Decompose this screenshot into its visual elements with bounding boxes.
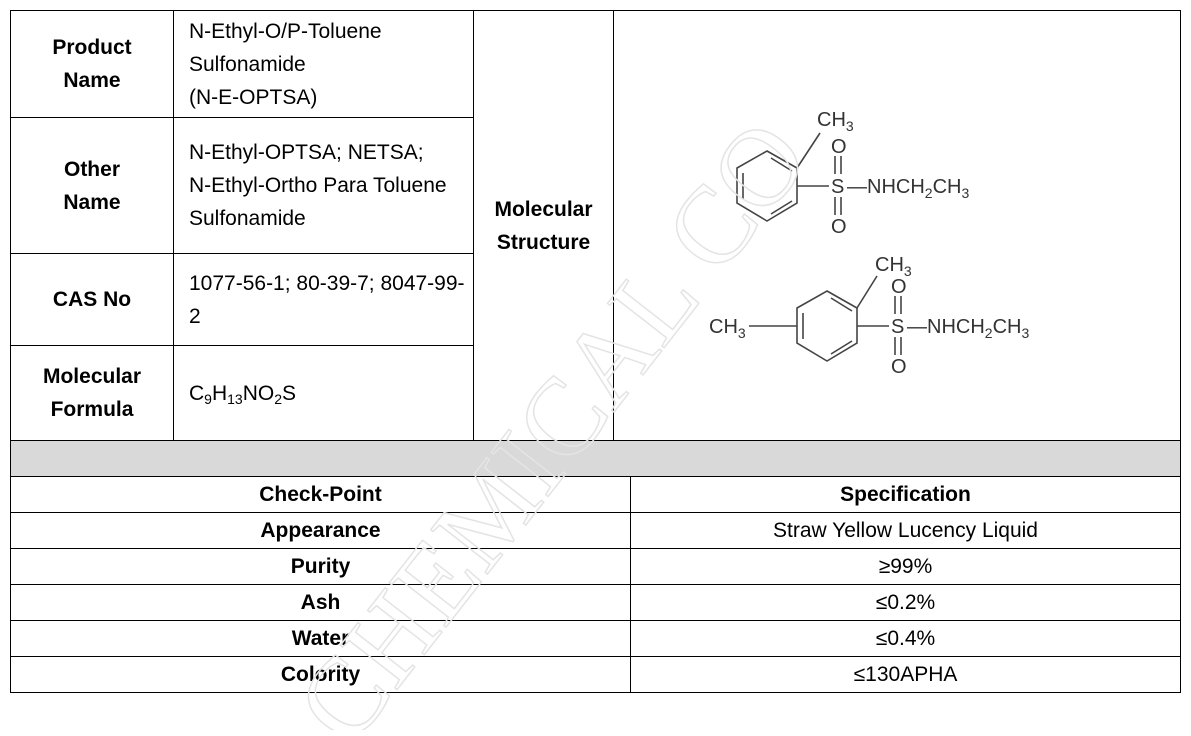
- product-name-row: Product Name N-Ethyl-O/P-Toluene Sulfona…: [10, 10, 1181, 441]
- para-oxygen-bottom-label: O: [891, 356, 907, 378]
- product-name-label: Product Name: [10, 10, 174, 118]
- label-line: Name: [63, 190, 121, 214]
- table-row: Purity ≥99%: [10, 548, 1181, 585]
- para-isomer-structure: [749, 275, 902, 362]
- header-specification: Specification: [630, 476, 1181, 513]
- checkpoint-cell: Water: [10, 620, 631, 657]
- label-line: Molecular: [42, 365, 142, 388]
- other-name-label: Other Name: [10, 117, 174, 254]
- molecular-formula-value: C9H13NO2S: [173, 345, 474, 441]
- para-ring-inner-bond: [830, 296, 853, 312]
- table-row: Water ≤0.4%: [10, 620, 1181, 657]
- value-line: Sulfonamide: [189, 207, 306, 230]
- ortho-methyl-label: CH3: [817, 109, 854, 134]
- ortho-methyl-bond: [796, 132, 821, 168]
- ortho-oxygen-top-label: O: [831, 136, 847, 158]
- product-name-value: N-Ethyl-O/P-Toluene Sulfonamide (N-E-OPT…: [173, 10, 474, 118]
- molecular-formula-row: Molecular Formula C9H13NO2S: [10, 345, 1181, 441]
- molecular-structure-diagram: CH3 O S O —NHCH2CH3: [709, 109, 1029, 378]
- para-amine-label: —NHCH2CH3: [907, 316, 1029, 341]
- para-sulfur-label: S: [891, 316, 904, 338]
- molecular-formula-label: Molecular Formula: [10, 345, 174, 441]
- value-line: N-Ethyl-Ortho Para Toluene: [189, 174, 447, 197]
- spec-cell: ≤0.2%: [630, 584, 1181, 621]
- spec-sheet: Product Name N-Ethyl-O/P-Toluene Sulfona…: [10, 10, 1181, 730]
- cas-label: CAS No: [10, 253, 174, 346]
- other-name-value: N-Ethyl-OPTSA; NETSA; N-Ethyl-Ortho Para…: [173, 117, 474, 254]
- label-line: Structure: [496, 230, 591, 254]
- table-row: Colority ≤130APHA: [10, 656, 1181, 693]
- para-benzene-ring: [796, 289, 858, 362]
- para-methyl-left-label: CH3: [709, 316, 746, 341]
- ortho-ring-inner-bond: [770, 199, 793, 215]
- molecular-structure-cell: CH3 O S O —NHCH2CH3: [613, 10, 1181, 441]
- ortho-benzene-ring: [736, 149, 798, 222]
- para-methyl-top-label: CH3: [875, 254, 912, 279]
- checkpoint-cell: Purity: [10, 548, 631, 585]
- spacer-row: [10, 440, 1181, 477]
- checkpoint-cell: Colority: [10, 656, 631, 693]
- checkpoint-cell: Appearance: [10, 512, 631, 549]
- spec-cell: ≥99%: [630, 548, 1181, 585]
- product-info-table: Product Name N-Ethyl-O/P-Toluene Sulfona…: [10, 10, 1181, 441]
- ortho-sulfur-label: S: [831, 176, 844, 198]
- cas-value: 1077-56-1; 80-39-7; 8047-99-2: [173, 253, 474, 346]
- spacer-cell: [10, 440, 1181, 477]
- ortho-ring-inner-bond: [770, 156, 793, 172]
- spec-cell: ≤0.4%: [630, 620, 1181, 657]
- label-line: Name: [63, 69, 121, 92]
- ortho-isomer-structure: [736, 132, 842, 222]
- value-line: N-Ethyl-O/P-Toluene Sulfonamide: [189, 19, 382, 76]
- ortho-oxygen-bottom-label: O: [831, 216, 847, 238]
- label-line: Formula: [50, 398, 134, 421]
- table-row: Ash ≤0.2%: [10, 584, 1181, 621]
- para-methyl-top-bond: [856, 275, 878, 308]
- para-oxygen-top-label: O: [891, 276, 907, 298]
- other-name-row: Other Name N-Ethyl-OPTSA; NETSA; N-Ethyl…: [10, 117, 1181, 254]
- ortho-amine-label: —NHCH2CH3: [847, 176, 969, 201]
- cas-row: CAS No 1077-56-1; 80-39-7; 8047-99-2: [10, 253, 1181, 346]
- molecular-structure-label: Molecular Structure: [473, 10, 614, 441]
- spec-header-row: Check-Point Specification: [10, 476, 1181, 513]
- spec-cell: Straw Yellow Lucency Liquid: [630, 512, 1181, 549]
- para-ring-inner-bond: [830, 339, 853, 355]
- label-line: Other: [63, 157, 120, 181]
- value-line: N-Ethyl-OPTSA; NETSA;: [189, 141, 424, 164]
- header-checkpoint: Check-Point: [10, 476, 631, 513]
- label-line: Molecular: [494, 197, 593, 221]
- table-row: Appearance Straw Yellow Lucency Liquid: [10, 512, 1181, 549]
- value-line: (N-E-OPTSA): [189, 85, 318, 109]
- spec-cell: ≤130APHA: [630, 656, 1181, 693]
- checkpoint-cell: Ash: [10, 584, 631, 621]
- specification-table: Check-Point Specification Appearance Str…: [10, 440, 1181, 693]
- label-line: Product: [52, 36, 132, 59]
